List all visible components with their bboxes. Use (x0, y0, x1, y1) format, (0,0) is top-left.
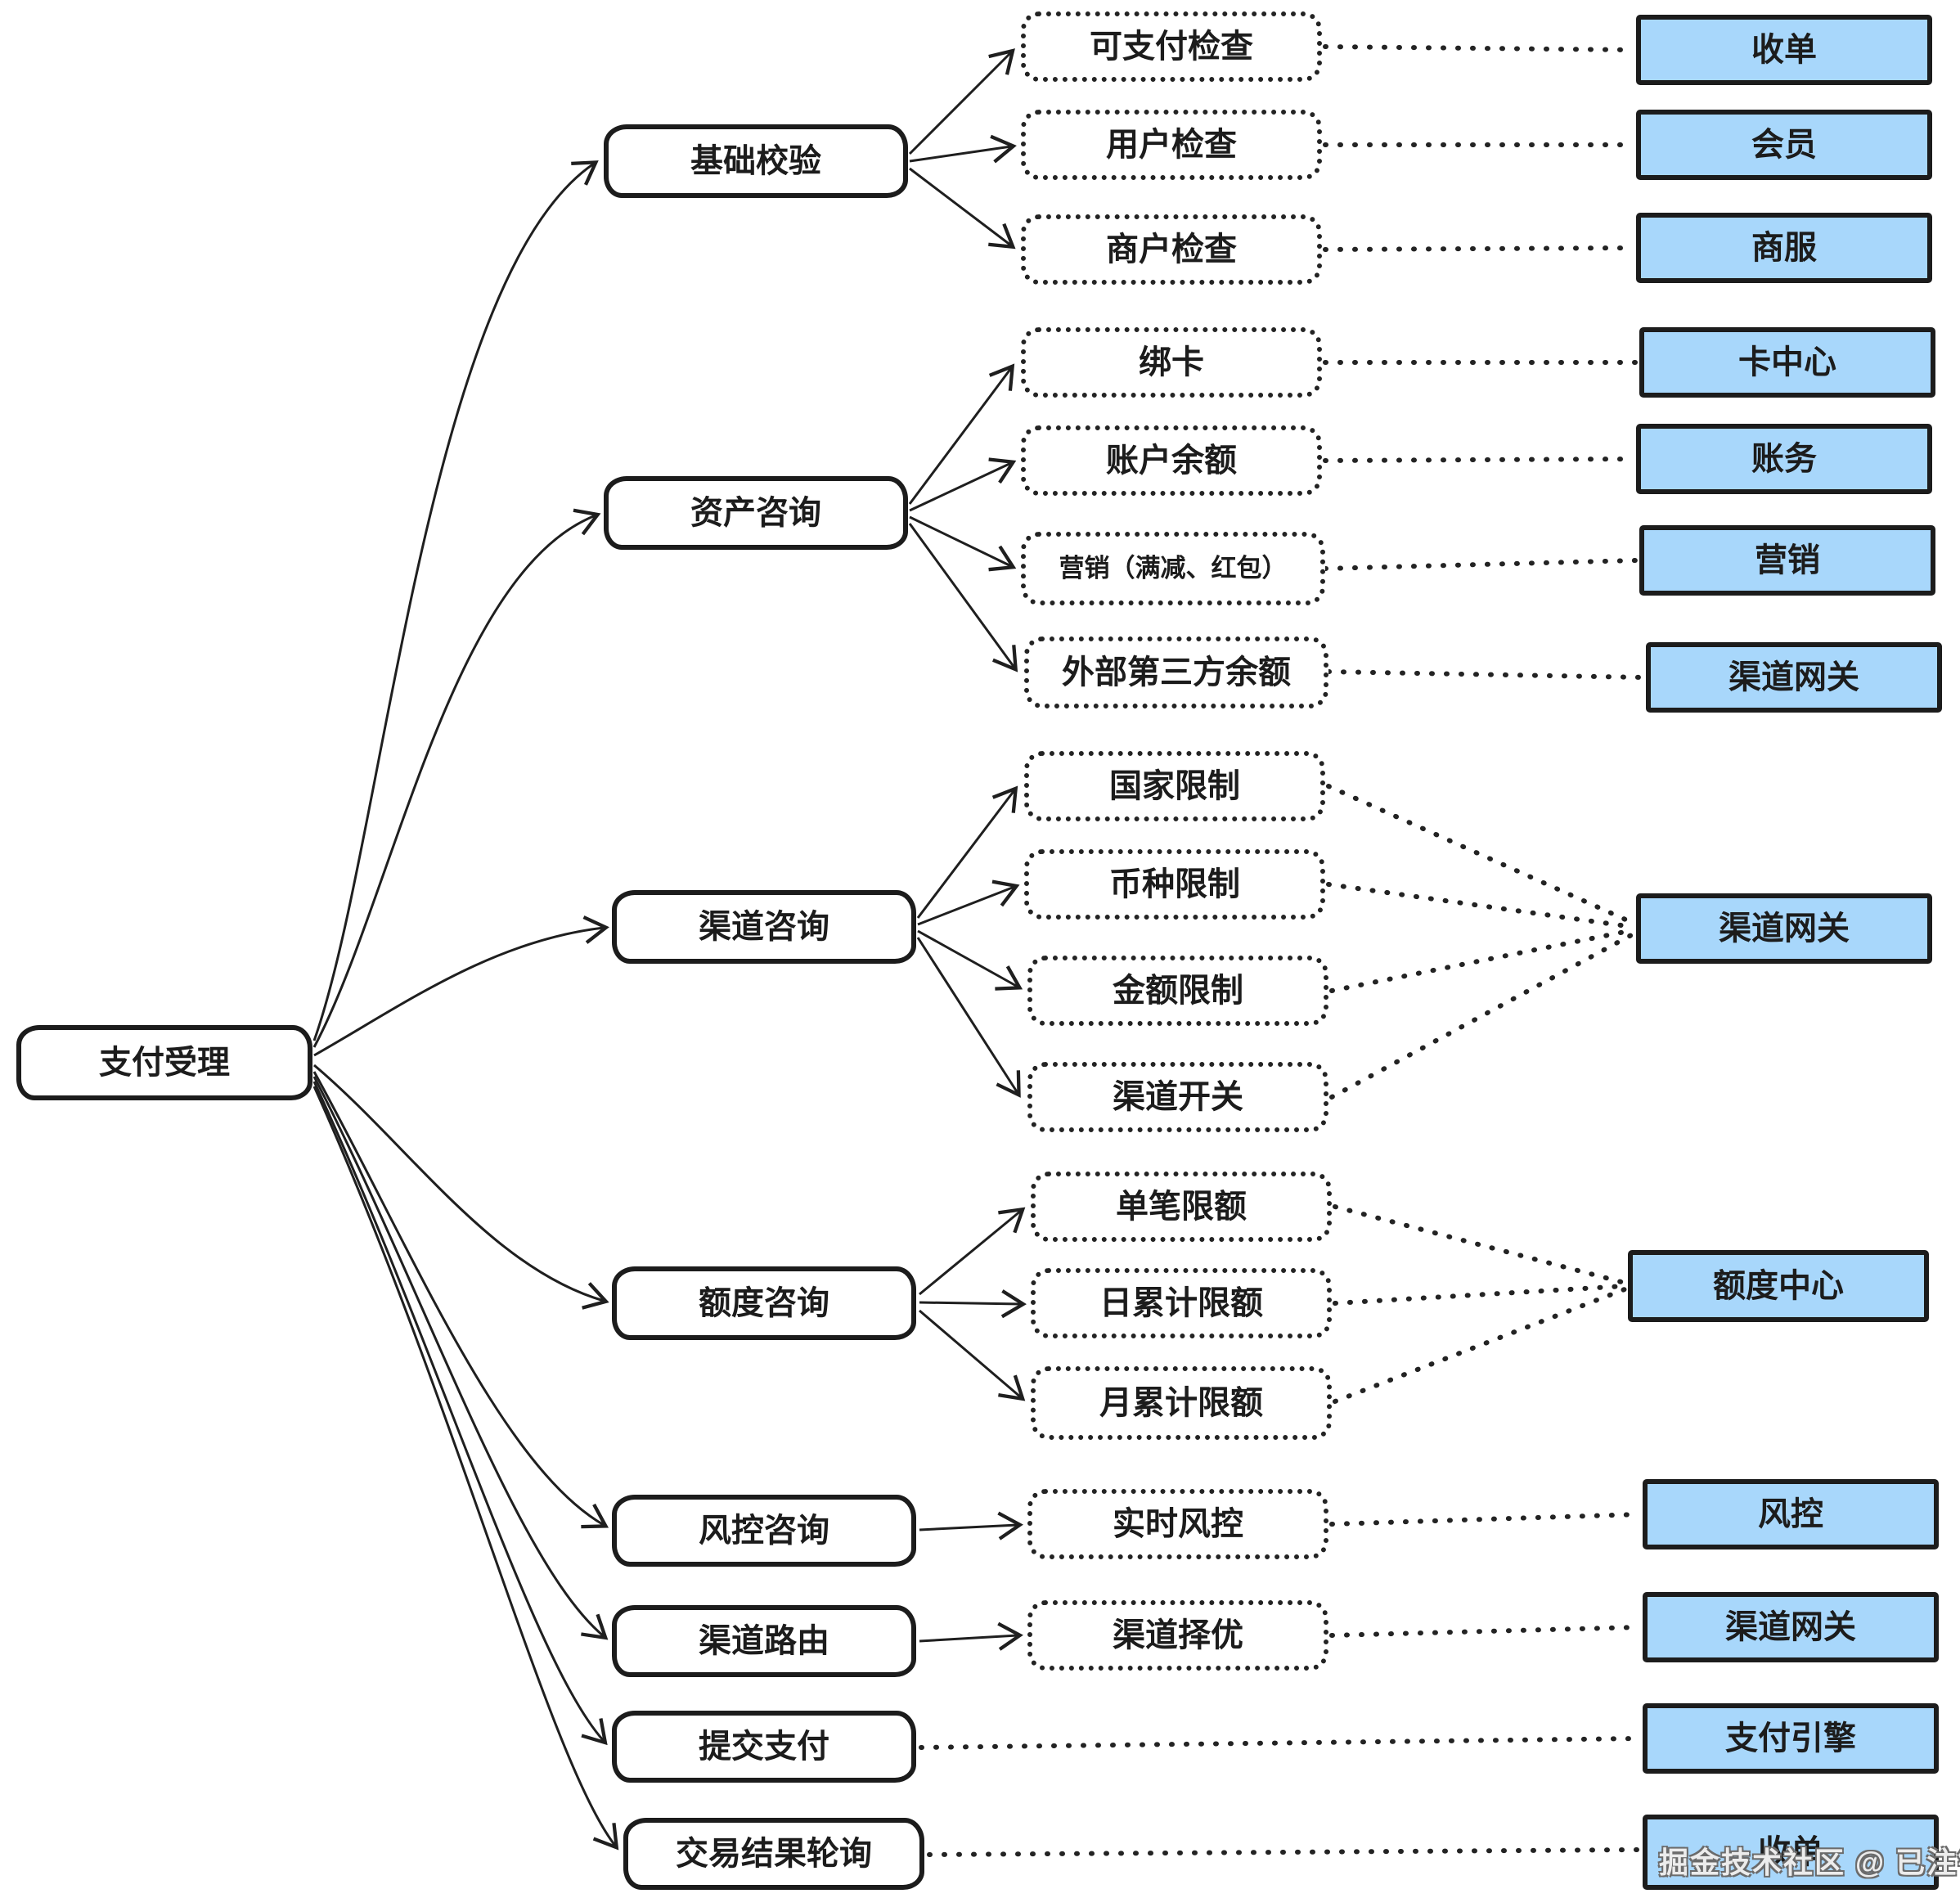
link-country-limit-to-channel-gateway (1326, 784, 1635, 925)
edge-root-to-submit-payment (312, 1081, 608, 1746)
edge-channel-inquiry-to-currency-limit (917, 879, 1020, 926)
link-realtime-risk-to-risk-control (1329, 1512, 1642, 1527)
edge-quota-inquiry-to-single-limit (919, 1207, 1026, 1296)
edge-quota-inquiry-to-monthly-limit (919, 1309, 1026, 1401)
node-single-transaction-limit: 单笔限额 (1031, 1172, 1332, 1242)
node-risk-control: 风控 (1643, 1479, 1939, 1549)
node-user-check: 用户检查 (1021, 110, 1322, 180)
link-merchant-check-to-merchant-service (1323, 245, 1635, 252)
link-marketing-check-to-marketing (1323, 558, 1639, 571)
node-external-third-party-balance: 外部第三方余额 (1024, 636, 1328, 708)
node-marketing: 营销 (1639, 525, 1935, 596)
node-channel-routing: 渠道路由 (612, 1605, 916, 1677)
node-channel-switch: 渠道开关 (1027, 1062, 1328, 1132)
node-acquiring: 收单 (1636, 15, 1932, 85)
edge-root-to-asset-inquiry (312, 508, 601, 1048)
node-country-limit: 国家限制 (1024, 751, 1325, 821)
node-acquiring-bottom: 收单 (1643, 1815, 1939, 1890)
link-result-polling-to-acquiring (927, 1847, 1642, 1857)
link-currency-limit-to-channel-gateway (1326, 882, 1635, 929)
edge-root-to-channel-inquiry (313, 915, 609, 1057)
link-external-balance-to-channel-gateway (1326, 669, 1645, 680)
node-asset-inquiry: 资产咨询 (604, 476, 908, 550)
link-channel-switch-to-channel-gateway (1329, 932, 1635, 1100)
edge-asset-inquiry-to-bind-card (908, 363, 1015, 505)
edge-asset-inquiry-to-account-balance (909, 457, 1017, 512)
node-basic-validation: 基础校验 (604, 124, 908, 198)
node-monthly-cumulative-limit: 月累计限额 (1031, 1366, 1332, 1440)
edge-basic-validation-to-payable-check (908, 48, 1015, 155)
edge-root-to-result-polling (312, 1086, 619, 1851)
link-payable-check-to-acquiring (1323, 44, 1635, 52)
node-channel-gateway-2: 渠道网关 (1636, 893, 1932, 964)
node-accounting: 账务 (1636, 424, 1932, 494)
link-monthly-limit-to-quota-center (1333, 1287, 1627, 1404)
node-quota-center: 额度中心 (1628, 1250, 1929, 1322)
node-daily-cumulative-limit: 日累计限额 (1031, 1268, 1332, 1338)
edge-asset-inquiry-to-external-balance (908, 523, 1018, 672)
node-merchant-check: 商户检查 (1021, 214, 1322, 285)
node-payable-check: 可支付检查 (1021, 11, 1322, 82)
node-transaction-result-polling: 交易结果轮询 (623, 1818, 924, 1890)
node-member: 会员 (1636, 110, 1932, 180)
watermark: 掘金技术社区 @ 已注销 (1659, 1846, 1960, 1879)
edge-asset-inquiry-to-marketing-check (909, 515, 1017, 572)
node-channel-gateway-1: 渠道网关 (1646, 642, 1942, 713)
node-account-balance: 账户余额 (1021, 425, 1322, 496)
link-daily-limit-to-quota-center (1333, 1284, 1627, 1306)
edge-root-to-quota-inquiry (313, 1064, 609, 1310)
edge-quota-inquiry-to-daily-limit (919, 1289, 1027, 1319)
node-realtime-risk-control: 实时风控 (1027, 1489, 1328, 1559)
node-quota-inquiry: 额度咨询 (612, 1266, 916, 1340)
node-submit-payment: 提交支付 (612, 1711, 916, 1783)
link-single-limit-to-quota-center (1333, 1204, 1627, 1285)
edge-risk-inquiry-to-realtime-risk (919, 1511, 1023, 1540)
node-amount-limit: 金额限制 (1027, 956, 1328, 1026)
node-channel-selection: 渠道择优 (1027, 1600, 1328, 1671)
link-channel-selection-to-channel-gateway (1329, 1625, 1642, 1638)
edge-channel-inquiry-to-amount-limit (917, 929, 1023, 991)
node-merchant-service: 商服 (1636, 213, 1932, 283)
edge-basic-validation-to-user-check (909, 134, 1017, 164)
link-amount-limit-to-channel-gateway (1329, 928, 1635, 993)
node-currency-limit: 币种限制 (1024, 849, 1325, 920)
edge-channel-inquiry-to-country-limit (916, 785, 1018, 919)
edge-channel-inquiry-to-channel-switch (916, 937, 1021, 1098)
link-submit-payment-to-payment-engine (919, 1736, 1642, 1750)
node-payment-engine: 支付引擎 (1643, 1703, 1939, 1774)
node-bind-card: 绑卡 (1021, 327, 1322, 398)
node-channel-gateway-3: 渠道网关 (1643, 1592, 1939, 1662)
node-card-center: 卡中心 (1639, 327, 1935, 398)
edge-basic-validation-to-merchant-check (909, 167, 1016, 250)
link-account-balance-to-accounting (1323, 457, 1635, 463)
node-payment-acceptance: 支付受理 (16, 1025, 312, 1100)
edge-channel-routing-to-channel-selection (919, 1621, 1023, 1651)
node-risk-inquiry: 风控咨询 (612, 1495, 916, 1567)
node-marketing-discount-redpacket: 营销（满减、红包） (1021, 532, 1325, 605)
edge-root-to-basic-validation (312, 160, 599, 1041)
node-channel-inquiry: 渠道咨询 (612, 890, 916, 964)
edge-root-to-risk-inquiry (312, 1071, 609, 1529)
edge-root-to-channel-routing (312, 1076, 609, 1640)
